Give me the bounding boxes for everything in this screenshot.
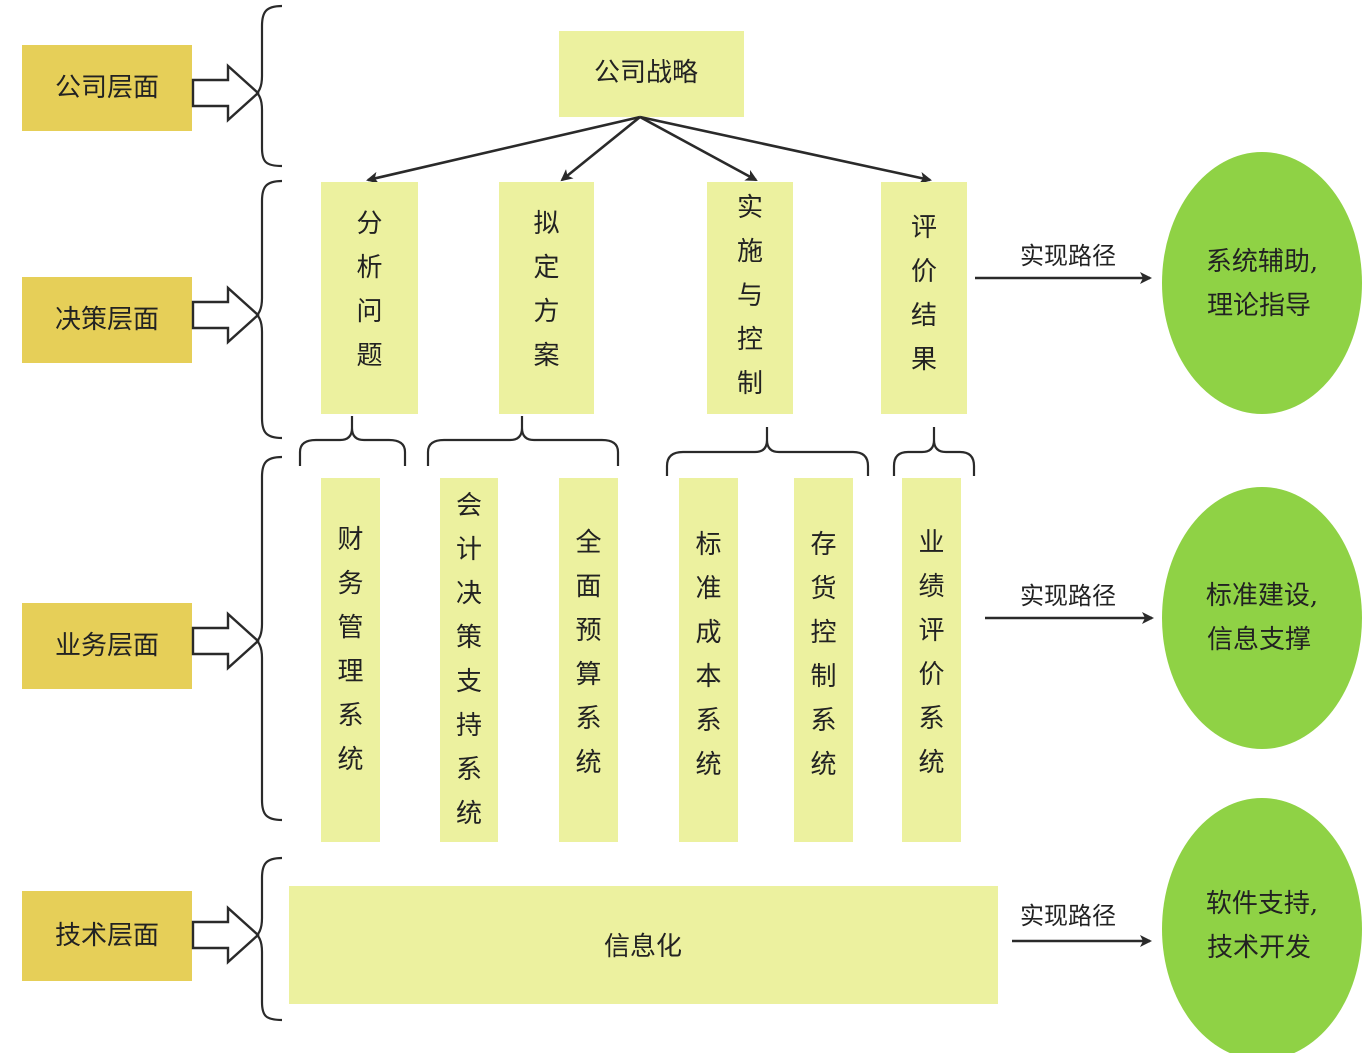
level-business-label: 业务层面 [55, 631, 159, 661]
path-label-business: 实现路径 [1020, 582, 1116, 610]
business-system-6-label: 业绩评价系统 [918, 528, 944, 778]
arrow-strategy-to-step-2 [560, 115, 641, 182]
decision-step-3-label: 实施与控制 [737, 193, 763, 399]
path-arrow-decision: 实现路径 [975, 242, 1152, 284]
decision-step-4: 评价结果 [881, 182, 967, 414]
outcome-business: 标准建设, 信息支撑 [1162, 487, 1362, 749]
path-label-decision: 实现路径 [1020, 242, 1116, 270]
path-label-technical: 实现路径 [1020, 902, 1116, 930]
hollow-arrow-company-icon [191, 63, 260, 123]
outcome-technical: 软件支持, 技术开发 [1162, 798, 1362, 1053]
business-system-1: 财务管理系统 [321, 478, 380, 842]
outcome-business-line-1: 标准建设, [1206, 581, 1318, 611]
business-system-4-label: 标准成本系统 [695, 530, 721, 780]
brace-business [255, 455, 283, 822]
business-system-2-label: 会计决策支持系统 [456, 491, 482, 829]
decision-step-1: 分析问题 [321, 182, 418, 414]
hollow-arrow-technical-icon [191, 905, 260, 965]
decision-step-2: 拟定方案 [499, 182, 594, 414]
group-brace-step-4 [892, 427, 976, 476]
outcome-technical-line-2: 技术开发 [1207, 933, 1311, 963]
business-system-1-label: 财务管理系统 [337, 525, 363, 775]
decision-step-3: 实施与控制 [707, 182, 793, 414]
business-system-5-label: 存货控制系统 [810, 530, 836, 780]
level-company: 公司层面 [22, 45, 192, 131]
level-business: 业务层面 [22, 603, 192, 689]
business-system-5: 存货控制系统 [794, 478, 853, 842]
level-technical: 技术层面 [22, 891, 192, 981]
hollow-arrow-decision-icon [191, 285, 260, 345]
outcome-decision-line-2: 理论指导 [1207, 291, 1311, 321]
brace-technical [255, 856, 283, 1022]
outcome-decision: 系统辅助, 理论指导 [1162, 152, 1362, 414]
outcome-business-line-2: 信息支撑 [1207, 625, 1311, 655]
brace-decision [255, 179, 283, 440]
arrow-strategy-to-step-4 [639, 115, 932, 184]
arrow-strategy-to-step-1 [366, 115, 641, 184]
group-brace-step-3 [665, 427, 870, 476]
outcome-technical-line-1: 软件支持, [1206, 889, 1318, 919]
group-brace-step-1 [298, 416, 407, 466]
technical-label: 信息化 [604, 932, 682, 962]
path-arrow-technical: 实现路径 [1012, 902, 1152, 947]
arrow-strategy-to-step-3 [639, 115, 758, 182]
business-system-4: 标准成本系统 [679, 478, 738, 842]
brace-company [255, 4, 283, 168]
level-technical-label: 技术层面 [55, 921, 159, 951]
group-brace-step-2 [426, 416, 620, 466]
decision-step-1-label: 分析问题 [356, 209, 382, 371]
level-decision: 决策层面 [22, 277, 192, 363]
decision-step-4-label: 评价结果 [911, 213, 937, 375]
outcome-decision-line-1: 系统辅助, [1206, 247, 1318, 277]
decision-step-2-label: 拟定方案 [533, 209, 559, 371]
strategy-label: 公司战略 [594, 58, 698, 88]
business-system-3-label: 全面预算系统 [575, 528, 601, 778]
level-decision-label: 决策层面 [55, 305, 159, 335]
path-arrow-business: 实现路径 [985, 582, 1154, 624]
business-system-6: 业绩评价系统 [902, 478, 961, 842]
strategy-node: 公司战略 [559, 31, 744, 117]
hollow-arrow-business-icon [191, 611, 260, 671]
business-system-3: 全面预算系统 [559, 478, 618, 842]
technical-node: 信息化 [289, 886, 998, 1004]
business-system-2: 会计决策支持系统 [440, 478, 498, 842]
level-company-label: 公司层面 [55, 73, 159, 103]
